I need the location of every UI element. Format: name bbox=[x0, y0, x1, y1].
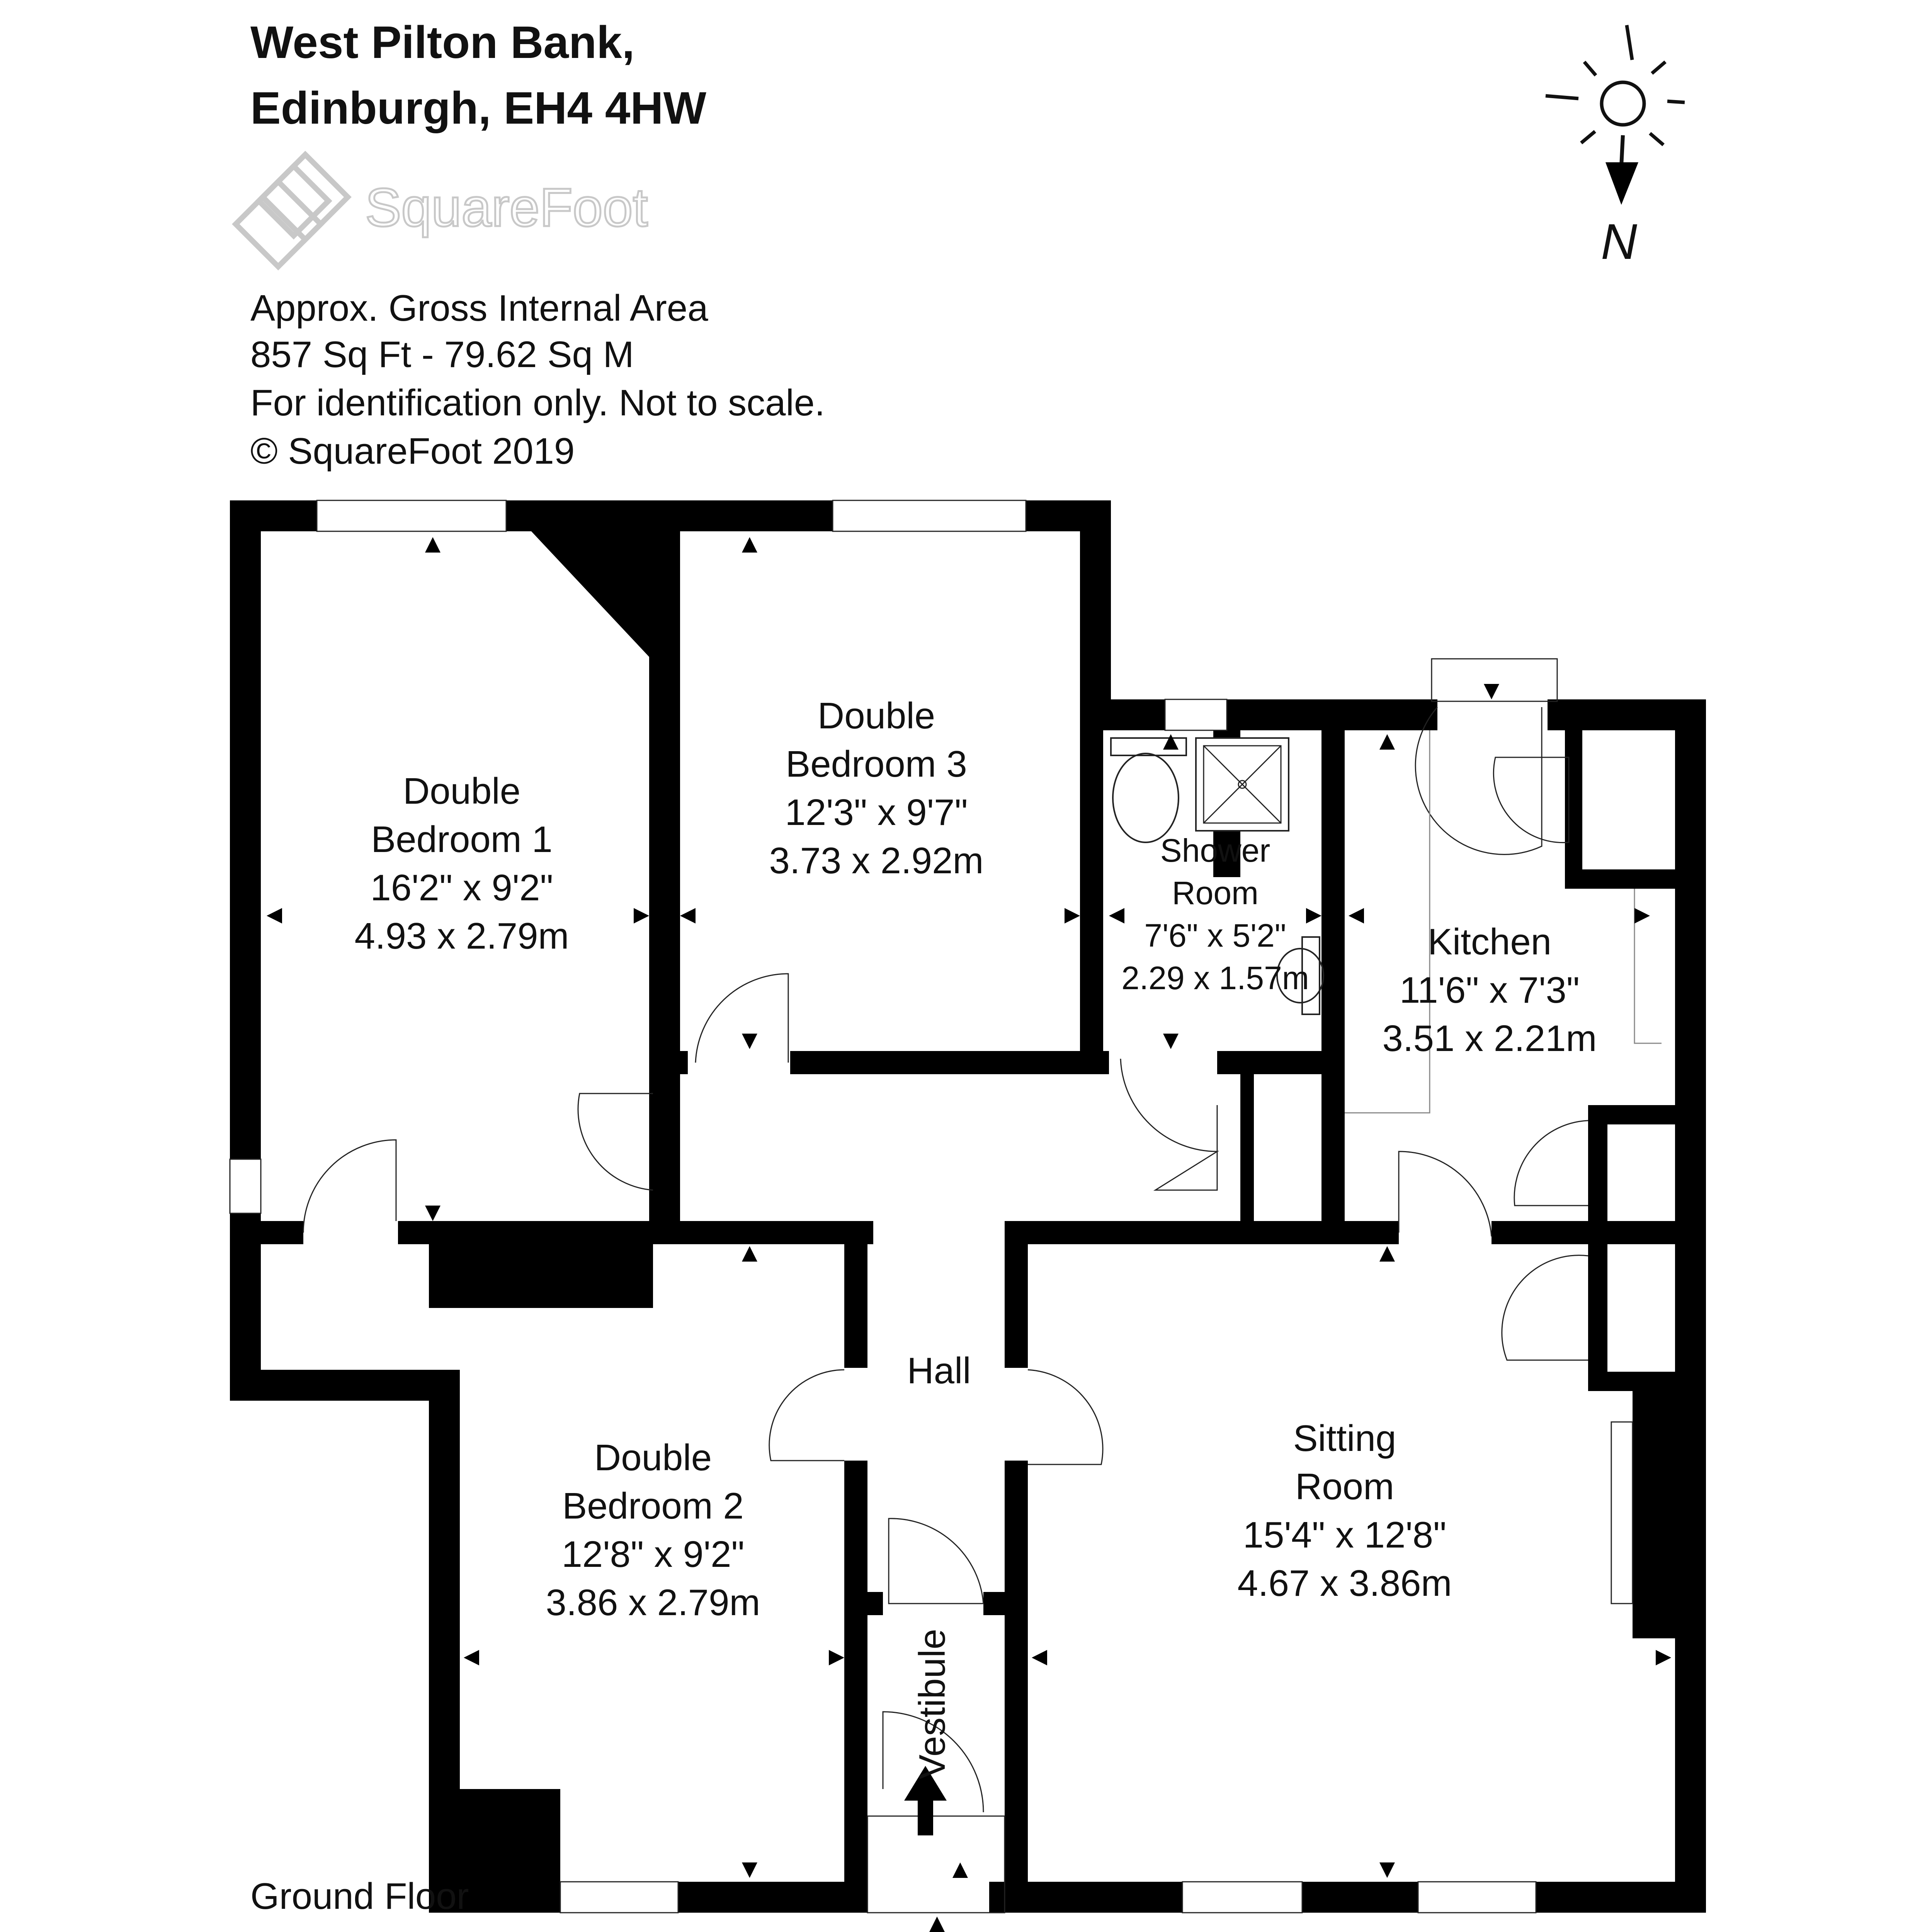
windows bbox=[229, 500, 1633, 1913]
bedroom1-imperial: 16'2" x 9'2" bbox=[370, 867, 553, 908]
wash-basin-icon bbox=[1276, 936, 1324, 1015]
kitchen-worktop bbox=[1345, 730, 1662, 1114]
walls bbox=[230, 500, 1706, 1913]
sitting-metric: 4.67 x 3.86m bbox=[1238, 1563, 1452, 1604]
hall-label: Hall bbox=[907, 1350, 971, 1391]
kitchen-metric: 3.51 x 2.21m bbox=[1383, 1018, 1597, 1059]
kitchen-name: Kitchen bbox=[1428, 921, 1551, 963]
bedroom2-metric: 3.86 x 2.79m bbox=[546, 1582, 760, 1623]
area-title: Approx. Gross Internal Area bbox=[250, 287, 708, 329]
bedroom1-name-line1: Double bbox=[403, 770, 520, 812]
shower-name-line1: Shower bbox=[1160, 832, 1270, 869]
room-label-kitchen: Kitchen 11'6" x 7'3" 3.51 x 2.21m bbox=[1383, 921, 1597, 1059]
shower-metric: 2.29 x 1.57m bbox=[1121, 960, 1309, 996]
bedroom2-name-line2: Bedroom 2 bbox=[562, 1485, 744, 1527]
bedroom1-metric: 4.93 x 2.79m bbox=[355, 915, 569, 957]
sitting-name-line1: Sitting bbox=[1293, 1418, 1396, 1459]
svg-text:SquareFoot: SquareFoot bbox=[365, 177, 648, 238]
room-label-bedroom2: Double Bedroom 2 12'8" x 9'2" 3.86 x 2.7… bbox=[546, 1437, 760, 1623]
copyright-note: © SquareFoot 2019 bbox=[250, 430, 575, 472]
dimension-markers bbox=[267, 537, 1671, 1932]
entrance-arrow-icon bbox=[904, 1766, 947, 1835]
bedroom2-imperial: 12'8" x 9'2" bbox=[561, 1534, 744, 1575]
area-values: 857 Sq Ft - 79.62 Sq M bbox=[250, 334, 634, 375]
shower-name-line2: Room bbox=[1172, 875, 1259, 911]
doors bbox=[303, 658, 1588, 1913]
address-line-2: Edinburgh, EH4 4HW bbox=[250, 83, 707, 134]
bedroom2-name-line1: Double bbox=[594, 1437, 712, 1478]
floor-label: Ground Floor bbox=[250, 1876, 469, 1917]
shower-imperial: 7'6" x 5'2" bbox=[1144, 917, 1286, 954]
room-label-bedroom3: Double Bedroom 3 12'3" x 9'7" 3.73 x 2.9… bbox=[769, 695, 984, 881]
sun-icon bbox=[1545, 25, 1685, 146]
address-line-1: West Pilton Bank, bbox=[250, 17, 634, 68]
room-label-bedroom1: Double Bedroom 1 16'2" x 9'2" 4.93 x 2.7… bbox=[355, 770, 569, 957]
north-label: N bbox=[1601, 213, 1637, 270]
kitchen-imperial: 11'6" x 7'3" bbox=[1400, 969, 1580, 1011]
sitting-imperial: 15'4" x 12'8" bbox=[1243, 1514, 1447, 1556]
vestibule-label: Vestibule bbox=[912, 1629, 953, 1779]
squarefoot-logo: SquareFoot bbox=[232, 151, 649, 270]
compass: N bbox=[1545, 25, 1685, 270]
bedroom1-name-line2: Bedroom 1 bbox=[371, 819, 553, 860]
bedroom3-name-line1: Double bbox=[818, 695, 935, 736]
scale-note: For identification only. Not to scale. bbox=[250, 382, 825, 423]
room-label-sitting: Sitting Room 15'4" x 12'8" 4.67 x 3.86m bbox=[1238, 1418, 1452, 1604]
bedroom3-metric: 3.73 x 2.92m bbox=[769, 840, 984, 881]
north-arrow-icon bbox=[1605, 135, 1638, 205]
room-label-shower: Shower Room 7'6" x 5'2" 2.29 x 1.57m bbox=[1121, 832, 1309, 996]
bedroom3-name-line2: Bedroom 3 bbox=[786, 743, 967, 785]
toilet-icon bbox=[1110, 737, 1187, 843]
sitting-name-line2: Room bbox=[1295, 1466, 1394, 1507]
bedroom3-imperial: 12'3" x 9'7" bbox=[785, 792, 968, 833]
shower-tray-icon bbox=[1195, 737, 1289, 832]
